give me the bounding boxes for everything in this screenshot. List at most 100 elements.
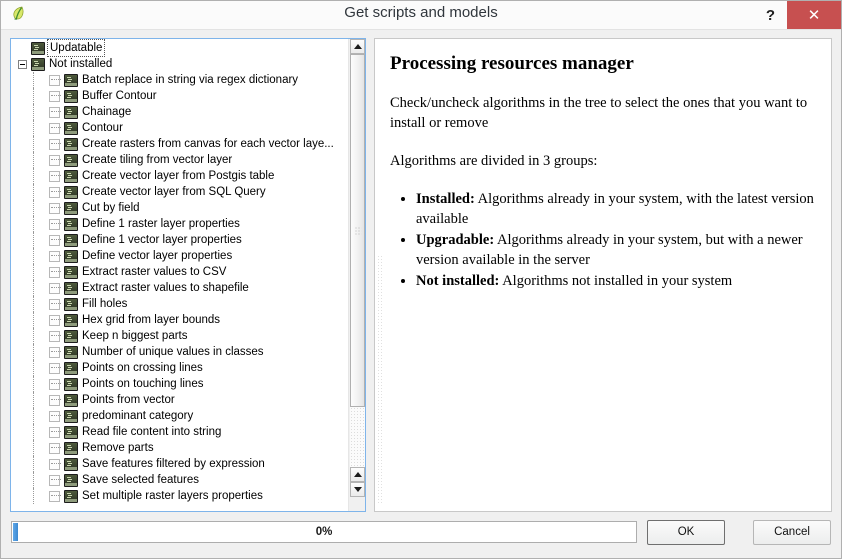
tree-connector bbox=[33, 72, 34, 88]
item-checkbox[interactable] bbox=[49, 410, 60, 422]
item-checkbox[interactable] bbox=[49, 154, 60, 166]
item-checkbox[interactable] bbox=[49, 362, 60, 374]
expander-collapse-icon[interactable] bbox=[18, 60, 27, 69]
item-checkbox[interactable] bbox=[49, 282, 60, 294]
tree-connector bbox=[51, 271, 61, 273]
item-checkbox[interactable] bbox=[49, 394, 60, 406]
scrollbar-thumb[interactable] bbox=[350, 54, 365, 407]
tree-item[interactable]: Cut by field bbox=[11, 200, 348, 216]
close-icon[interactable]: ✕ bbox=[787, 1, 841, 29]
scroll-down-button[interactable] bbox=[350, 482, 365, 497]
qgis-leaf-icon bbox=[7, 4, 29, 26]
tree-group-updatable[interactable]: Updatable bbox=[11, 39, 348, 57]
tree-connector bbox=[33, 120, 34, 136]
tree-item-label: Extract raster values to shapefile bbox=[82, 282, 249, 294]
tree-item[interactable]: Define vector layer properties bbox=[11, 248, 348, 264]
item-checkbox[interactable] bbox=[49, 122, 60, 134]
tree-item-label: Read file content into string bbox=[82, 426, 222, 438]
tree-item[interactable]: Remove parts bbox=[11, 440, 348, 456]
script-icon bbox=[64, 345, 78, 359]
item-checkbox[interactable] bbox=[49, 426, 60, 438]
script-icon bbox=[64, 297, 78, 311]
tree-item[interactable]: Batch replace in string via regex dictio… bbox=[11, 72, 348, 88]
tree-group-not-installed[interactable]: Not installed bbox=[11, 56, 348, 72]
info-bullet-text: Algorithms not installed in your system bbox=[499, 273, 733, 289]
tree-item[interactable]: Read file content into string bbox=[11, 424, 348, 440]
item-checkbox[interactable] bbox=[49, 90, 60, 102]
help-button[interactable]: ? bbox=[754, 1, 787, 29]
window-title: Get scripts and models bbox=[344, 4, 498, 21]
item-checkbox[interactable] bbox=[49, 346, 60, 358]
item-checkbox[interactable] bbox=[49, 298, 60, 310]
tree-item[interactable]: Create tiling from vector layer bbox=[11, 152, 348, 168]
item-checkbox[interactable] bbox=[49, 186, 60, 198]
tree-connector bbox=[33, 136, 34, 152]
tree-item[interactable]: predominant category bbox=[11, 408, 348, 424]
item-checkbox[interactable] bbox=[49, 378, 60, 390]
tree-item[interactable]: Number of unique values in classes bbox=[11, 344, 348, 360]
info-bullet-term: Installed: bbox=[416, 191, 475, 207]
item-checkbox[interactable] bbox=[49, 138, 60, 150]
tree-item[interactable]: Keep n biggest parts bbox=[11, 328, 348, 344]
tree-item-label: Create vector layer from Postgis table bbox=[82, 170, 275, 182]
item-checkbox[interactable] bbox=[49, 490, 60, 502]
item-checkbox[interactable] bbox=[49, 234, 60, 246]
scroll-up-button-top[interactable] bbox=[350, 39, 365, 54]
tree-item[interactable]: Chainage bbox=[11, 104, 348, 120]
item-checkbox[interactable] bbox=[49, 458, 60, 470]
script-icon bbox=[64, 137, 78, 151]
item-checkbox[interactable] bbox=[49, 74, 60, 86]
tree-item[interactable]: Extract raster values to CSV bbox=[11, 264, 348, 280]
tree-item[interactable]: Create vector layer from SQL Query bbox=[11, 184, 348, 200]
item-checkbox[interactable] bbox=[49, 330, 60, 342]
tree-item-label: Points from vector bbox=[82, 394, 175, 406]
script-icon bbox=[64, 313, 78, 327]
tree-item[interactable]: Buffer Contour bbox=[11, 88, 348, 104]
tree-item[interactable]: Points on touching lines bbox=[11, 376, 348, 392]
info-bullet-list: Installed: Algorithms already in your sy… bbox=[390, 189, 815, 291]
tree-item[interactable]: Create vector layer from Postgis table bbox=[11, 168, 348, 184]
item-checkbox[interactable] bbox=[49, 266, 60, 278]
tree-item-label: Remove parts bbox=[82, 442, 154, 454]
tree-item[interactable]: Set multiple raster layers properties bbox=[11, 488, 348, 504]
tree-item[interactable]: Define 1 vector layer properties bbox=[11, 232, 348, 248]
ok-button[interactable]: OK bbox=[647, 519, 725, 545]
tree-item-label: Create rasters from canvas for each vect… bbox=[82, 138, 334, 150]
tree-item[interactable]: Hex grid from layer bounds bbox=[11, 312, 348, 328]
item-checkbox[interactable] bbox=[49, 314, 60, 326]
tree-item[interactable]: Save features filtered by expression bbox=[11, 456, 348, 472]
tree-item[interactable]: Create rasters from canvas for each vect… bbox=[11, 136, 348, 152]
tree-connector bbox=[51, 159, 61, 161]
info-scroll-strip[interactable] bbox=[375, 39, 386, 511]
tree-item[interactable]: Extract raster values to shapefile bbox=[11, 280, 348, 296]
tree-connector bbox=[33, 248, 34, 264]
script-icon bbox=[64, 201, 78, 215]
tree-scrollbar[interactable] bbox=[348, 39, 365, 511]
tree-item[interactable]: Points on crossing lines bbox=[11, 360, 348, 376]
progress-label: 0% bbox=[315, 526, 333, 538]
item-checkbox[interactable] bbox=[49, 202, 60, 214]
cancel-button[interactable]: Cancel bbox=[753, 519, 831, 545]
item-checkbox[interactable] bbox=[49, 106, 60, 118]
scrollbar-track[interactable] bbox=[350, 407, 365, 467]
item-checkbox[interactable] bbox=[49, 442, 60, 454]
script-icon bbox=[64, 185, 78, 199]
tree-connector bbox=[33, 280, 34, 296]
item-checkbox[interactable] bbox=[49, 474, 60, 486]
tree-item[interactable]: Define 1 raster layer properties bbox=[11, 216, 348, 232]
tree-item[interactable]: Points from vector bbox=[11, 392, 348, 408]
tree-item[interactable]: Contour bbox=[11, 120, 348, 136]
tree-connector bbox=[33, 456, 34, 472]
tree-connector bbox=[51, 399, 61, 401]
item-checkbox[interactable] bbox=[49, 218, 60, 230]
item-checkbox[interactable] bbox=[49, 250, 60, 262]
scroll-up-button[interactable] bbox=[350, 467, 365, 482]
tree-item[interactable]: Save selected features bbox=[11, 472, 348, 488]
item-checkbox[interactable] bbox=[49, 170, 60, 182]
info-bullet-term: Not installed: bbox=[416, 273, 500, 289]
tree-item[interactable]: Fill holes bbox=[11, 296, 348, 312]
triangle-down-icon bbox=[353, 487, 362, 492]
tree-item-label: Number of unique values in classes bbox=[82, 346, 264, 358]
